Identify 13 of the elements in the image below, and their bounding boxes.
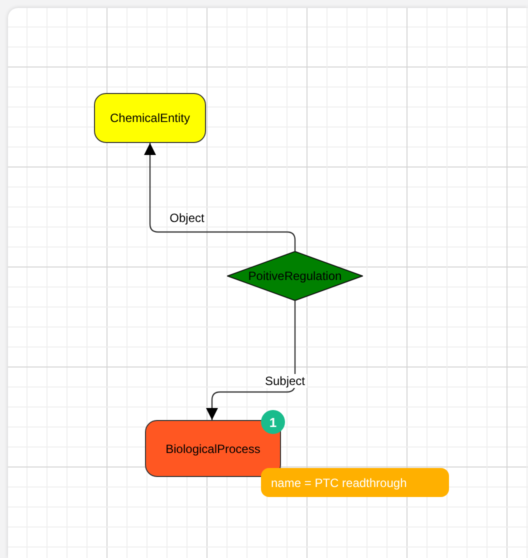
connector-arrow (144, 143, 296, 251)
property-tag (261, 468, 449, 497)
node-label: name = PTC readthrough (271, 476, 407, 490)
edge-label: Object (168, 211, 206, 225)
edge-label: Subject (262, 374, 308, 388)
process-box (145, 420, 281, 477)
node-label: ChemicalEntity (110, 111, 190, 125)
node-label: BiologicalProcess (166, 442, 260, 456)
node-label: PoitiveRegulation (248, 269, 342, 283)
connector-arrow (206, 301, 296, 420)
count-badge: 1 (261, 410, 285, 434)
decision-diamond (227, 251, 363, 301)
entity-box (94, 93, 206, 143)
